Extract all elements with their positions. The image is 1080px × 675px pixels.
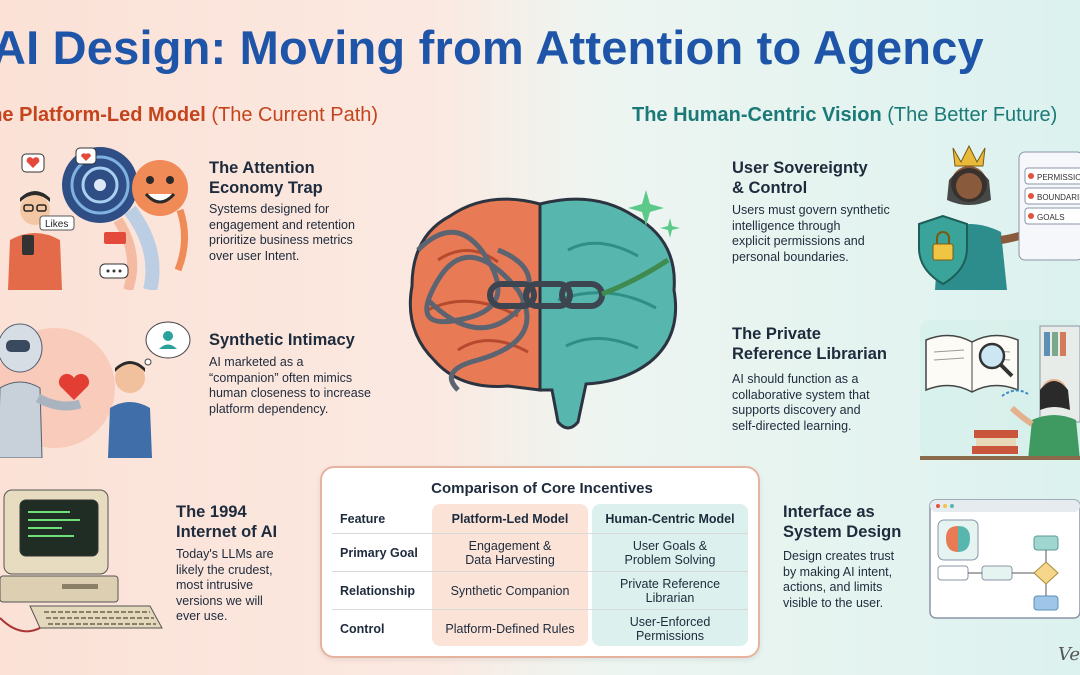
row-platform-value: Synthetic Companion	[450, 583, 570, 598]
human-centric-header-label: The Human-Centric Vision	[632, 104, 882, 126]
platform-model-header-label: The Platform-Led Model	[0, 104, 206, 126]
system-design-illustration	[929, 499, 1080, 619]
svg-text:GOALS: GOALS	[1037, 213, 1065, 222]
vintage-computer-illustration	[0, 489, 163, 633]
table-row: Relationship Synthetic Companion Private…	[332, 572, 748, 610]
internet-of-ai-title: The 1994 Internet of AI	[176, 503, 278, 541]
row-feature: Relationship	[340, 583, 416, 598]
header-feature: Feature	[340, 511, 386, 526]
robot-icon	[0, 323, 82, 458]
platform-brain-icon	[408, 197, 542, 392]
user-sovereignty-description: Users must govern synthetic intelligence…	[732, 203, 890, 264]
synthetic-intimacy-title: Synthetic Intimacy	[209, 331, 355, 349]
crown-icon	[952, 144, 986, 167]
comparison-card: Comparison of Core Incentives Feature Pl…	[320, 466, 760, 658]
table-row: Primary Goal Engagement &Data Harvesting…	[332, 534, 748, 572]
row-platform-value: Platform-Defined Rules	[445, 622, 575, 636]
page-title: AI Design: Moving from Attention to Agen…	[0, 21, 984, 74]
table-row: Control Platform-Defined Rules User-Enfo…	[332, 610, 748, 648]
crt-monitor-icon	[0, 489, 119, 603]
thought-bubble-icon	[144, 321, 191, 366]
system-design-title: Interface as System Design	[783, 503, 902, 541]
flowchart-icon	[937, 535, 1059, 611]
svg-text:BOUNDARIES: BOUNDARIES	[1037, 193, 1080, 202]
platform-model-header: The Platform-Led Model (The Current Path…	[0, 104, 378, 127]
human-centric-header-note: (The Better Future)	[887, 104, 1058, 126]
tangled-chain-icon	[416, 229, 532, 392]
person-with-phone-icon	[8, 191, 62, 290]
internet-of-ai-description: Today's LLMs are likely the crudest, mos…	[176, 547, 274, 623]
platform-model-header-note: (The Current Path)	[211, 104, 379, 126]
synthetic-intimacy-description: AI marketed as a “companion” often mimic…	[209, 355, 371, 416]
human-centric-header: The Human-Centric Vision (The Better Fut…	[632, 104, 1057, 127]
book-stack-icon	[972, 430, 1018, 454]
comparison-title: Comparison of Core Incentives	[431, 480, 653, 497]
chain-link-icon	[487, 257, 670, 309]
brain-icon	[937, 519, 979, 561]
social-swirl-icon	[62, 147, 160, 290]
librarian-illustration	[920, 320, 1080, 460]
svg-text:Likes: Likes	[45, 219, 68, 230]
brain-chain-illustration	[408, 190, 680, 430]
heart-notification-icon	[21, 147, 97, 173]
reference-librarian-description: AI should function as a collaborative sy…	[732, 372, 870, 433]
user-sovereignty-illustration: PERMISSIONS BOUNDARIES GOALS	[918, 144, 1080, 290]
attention-trap-illustration: Likes	[8, 147, 188, 290]
table-header-row: Feature Platform-Led Model Human-Centric…	[332, 504, 748, 534]
user-sovereignty-title: User Sovereignty & Control	[732, 159, 868, 197]
attention-trap-title: The Attention Economy Trap	[209, 159, 323, 197]
svg-text:PERMISSIONS: PERMISSIONS	[1037, 173, 1080, 182]
keyboard-icon	[29, 605, 163, 629]
magnifying-glass-icon	[978, 342, 1014, 378]
synthetic-intimacy-illustration	[0, 321, 191, 458]
row-platform-value: Engagement &Data Harvesting	[465, 538, 555, 567]
likes-tag: Likes	[39, 215, 75, 231]
person-icon	[1009, 379, 1080, 460]
shield-lock-icon	[918, 214, 968, 286]
permissions-panel: PERMISSIONS BOUNDARIES GOALS	[1018, 151, 1080, 261]
human-column-bg	[592, 504, 748, 646]
sparkle-icon	[628, 190, 680, 238]
person-icon	[108, 361, 152, 458]
system-design-description: Design creates trust by making AI intent…	[783, 549, 895, 610]
header-platform: Platform-Led Model	[451, 511, 569, 526]
open-book-icon	[925, 334, 1019, 393]
signature: Ve	[1058, 644, 1080, 665]
human-brain-icon	[538, 197, 678, 430]
reference-librarian-title: The Private Reference Librarian	[732, 325, 887, 363]
heart-icon	[58, 373, 90, 400]
header-human: Human-Centric Model	[605, 511, 735, 526]
row-feature: Primary Goal	[340, 545, 418, 560]
chat-bubble-icon	[99, 232, 129, 279]
row-human-value: User Goals &Problem Solving	[624, 538, 716, 567]
row-feature: Control	[340, 622, 385, 636]
platform-column-bg	[432, 504, 588, 646]
attention-trap-description: Systems designed for engagement and rete…	[209, 202, 355, 263]
smiley-face-icon	[132, 160, 188, 272]
